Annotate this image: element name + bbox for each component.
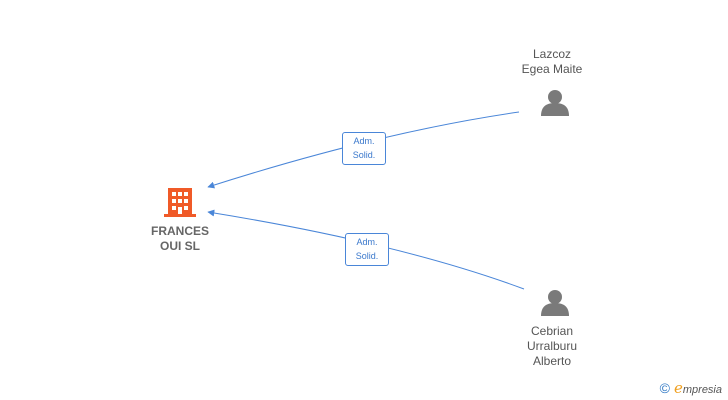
person-name-line: Alberto [532,354,572,368]
person-name-line: Cebrian [530,324,574,338]
person-icon[interactable] [541,290,569,316]
brand-rest: mpresia [682,384,722,396]
company-name-line1: FRANCES [150,224,209,238]
brand-initial: e [673,379,683,397]
person-name-line: Lazcoz [532,47,572,61]
empresia-logo[interactable]: © empresia [660,379,722,397]
relation-badge-cebrian[interactable]: Adm. Solid. [345,233,389,266]
relation-label-line2: Solid. [355,251,379,261]
relation-label-line1: Adm. [353,136,375,146]
relation-label-line2: Solid. [352,150,376,160]
company-name[interactable]: FRANCES OUI SL [130,224,230,254]
person-icon[interactable] [541,90,569,116]
relation-label-line1: Adm. [356,237,378,247]
relation-badge-lazcoz[interactable]: Adm. Solid. [342,132,386,165]
person-name-line: Urralburu [526,339,577,353]
building-icon[interactable] [164,188,196,217]
copyright-icon: © [659,380,670,396]
person-name-lazcoz[interactable]: Lazcoz Egea Maite [500,47,604,77]
person-name-cebrian[interactable]: Cebrian Urralburu Alberto [500,324,604,369]
person-name-line: Egea Maite [521,62,583,76]
company-name-line2: OUI SL [159,239,200,253]
